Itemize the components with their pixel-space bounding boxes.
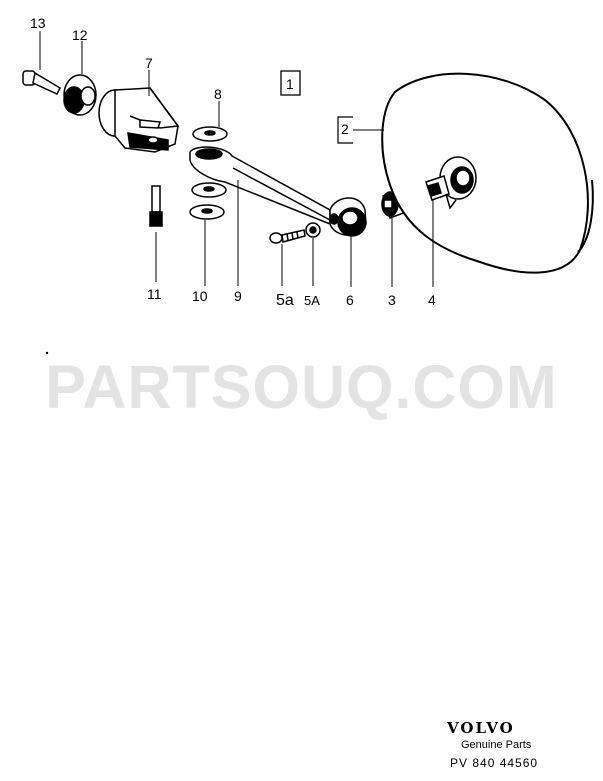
speck	[45, 351, 49, 355]
callout-5a: 5a	[276, 292, 294, 309]
diagram-code: PV 840 44560	[450, 756, 539, 770]
brand-subtitle: Genuine Parts	[461, 739, 532, 751]
part-11-stud	[149, 185, 163, 227]
part-7-base	[98, 87, 180, 153]
brand-logo: VOLVO	[447, 719, 515, 737]
callout-1: 1	[286, 76, 294, 92]
part-13-screw	[22, 70, 61, 95]
part-5A-washer	[305, 222, 321, 238]
part-4-adjuster	[425, 156, 477, 210]
callout-13: 13	[30, 15, 46, 31]
part-5a-screw	[269, 229, 306, 244]
part-2-mirror-head	[381, 72, 594, 274]
callout-4: 4	[428, 292, 436, 308]
callout-8: 8	[214, 86, 222, 102]
part-6-ball-joint	[329, 197, 367, 237]
callout-2-bracket	[337, 116, 353, 144]
callout-7: 7	[145, 55, 153, 71]
part-8-washer	[192, 126, 228, 142]
callout-6: 6	[346, 292, 354, 308]
callout-9: 9	[234, 288, 242, 304]
callout-5A: 5A	[304, 293, 320, 308]
part-12-plug	[63, 74, 97, 116]
callout-11: 11	[147, 286, 162, 302]
callout-2: 2	[341, 121, 349, 137]
callout-12: 12	[72, 27, 88, 43]
part-9-arm	[189, 146, 331, 226]
callout-1-box	[280, 70, 301, 96]
part-10-washers	[189, 182, 227, 220]
callout-3: 3	[388, 292, 396, 308]
leader-lines	[39, 31, 434, 287]
callout-10: 10	[192, 288, 208, 304]
watermark: PARTSOUQ.COM	[45, 353, 558, 421]
